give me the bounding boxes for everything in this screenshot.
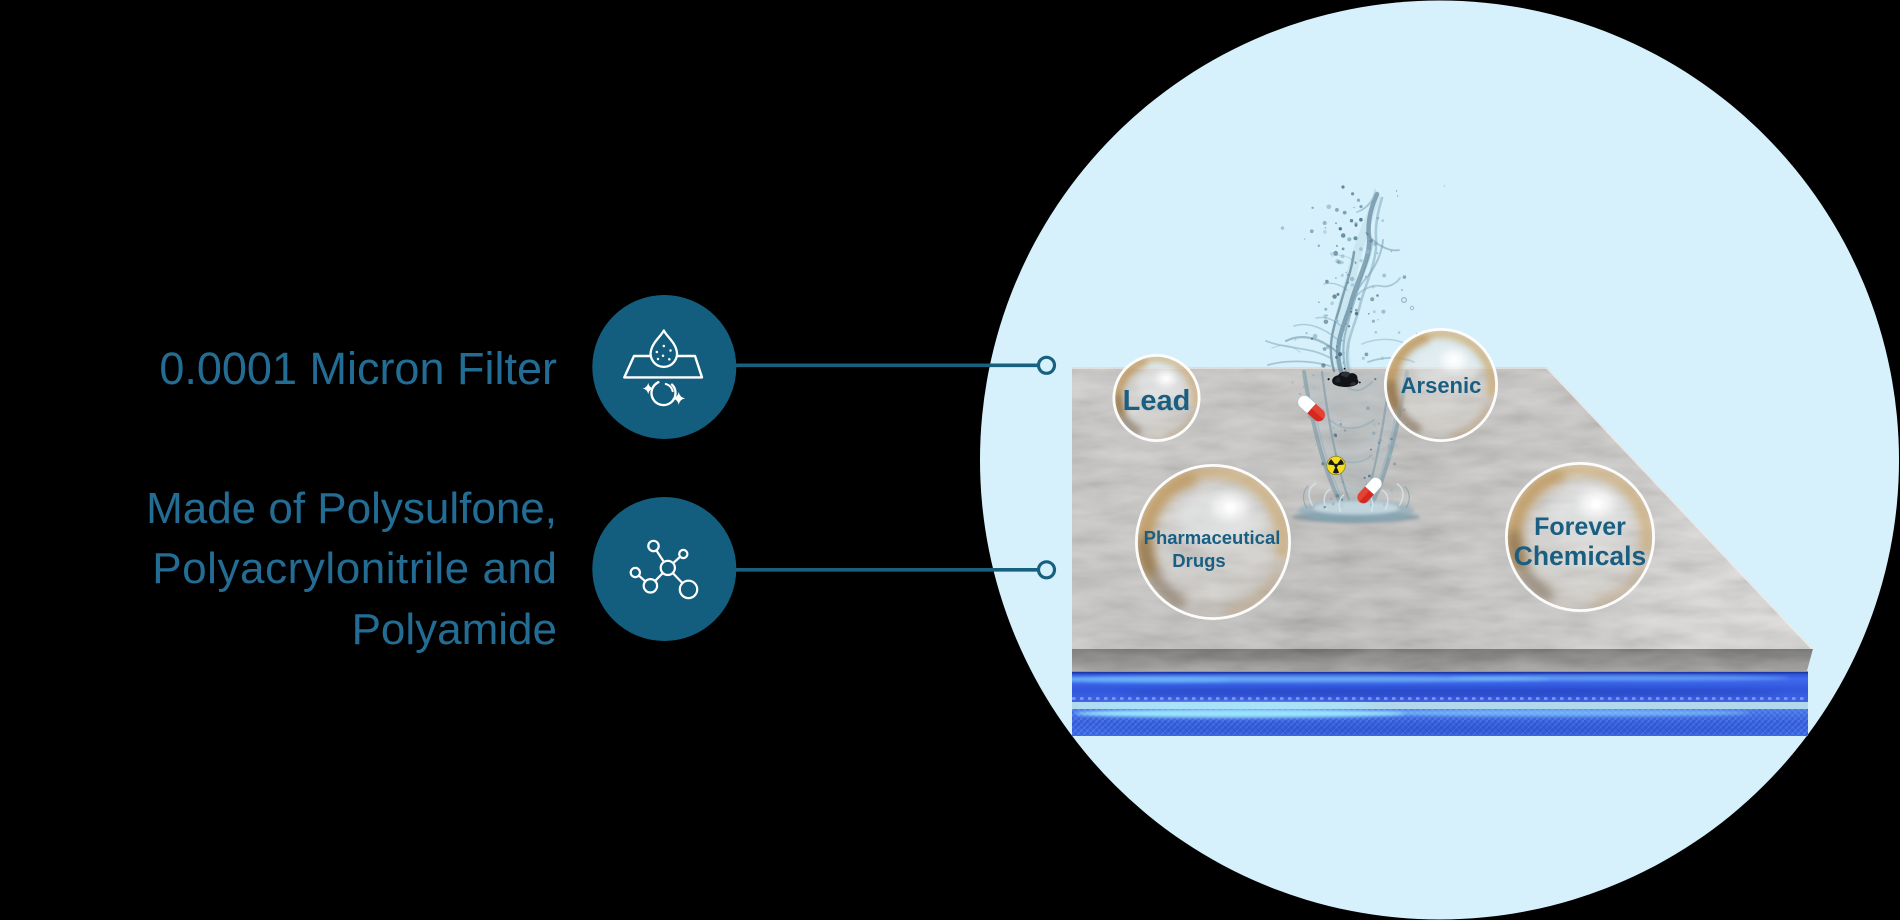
svg-text:Chemicals: Chemicals xyxy=(1514,541,1647,571)
svg-text:Lead: Lead xyxy=(1123,385,1191,417)
svg-text:Pharmaceutical: Pharmaceutical xyxy=(1144,527,1281,548)
svg-text:Drugs: Drugs xyxy=(1172,550,1225,571)
svg-text:Forever: Forever xyxy=(1534,513,1626,541)
svg-text:Arsenic: Arsenic xyxy=(1401,373,1482,398)
